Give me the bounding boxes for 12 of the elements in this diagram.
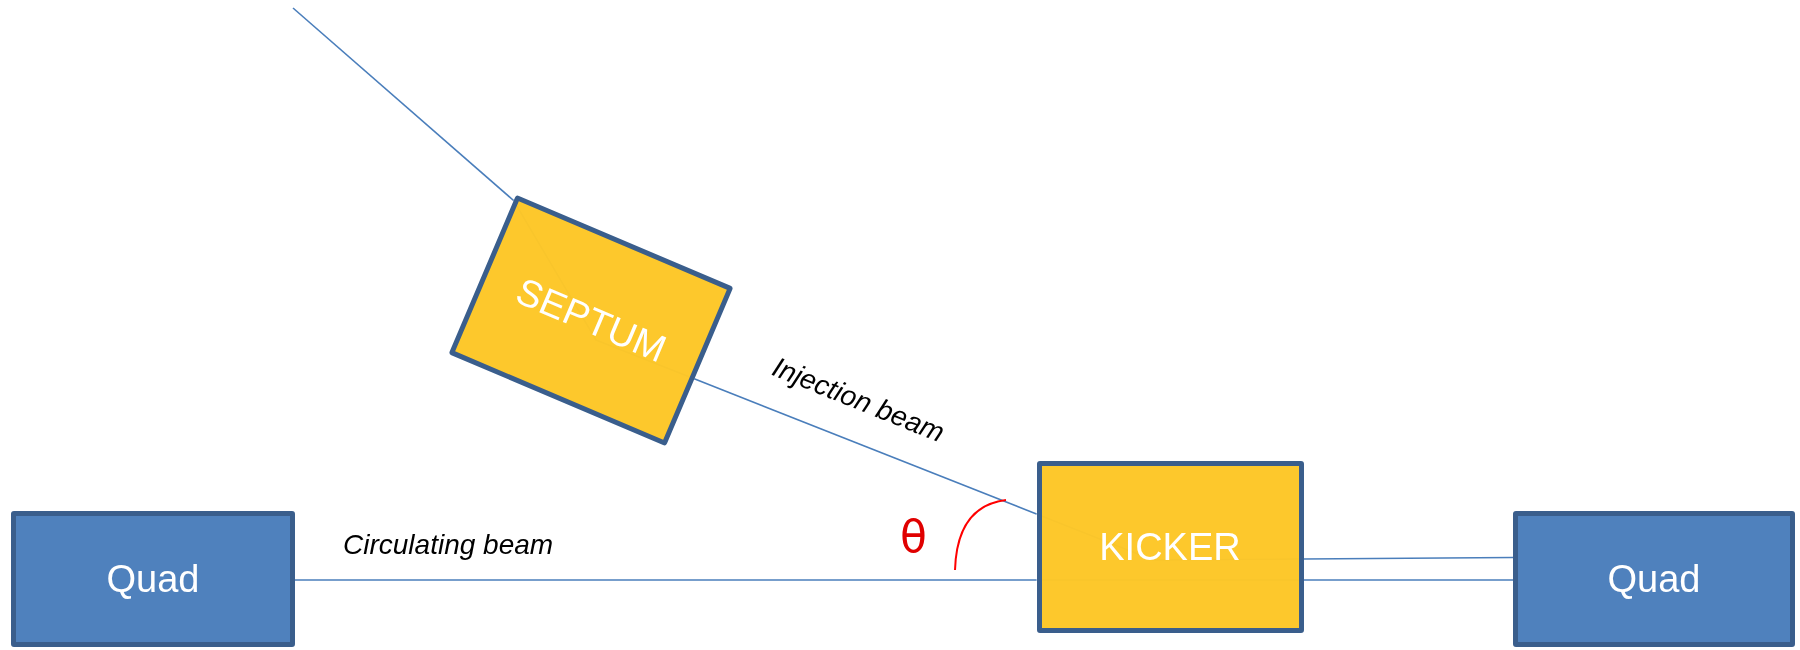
- beam-line: [1302, 579, 1514, 581]
- magnet-name: Quad: [106, 557, 200, 601]
- beam-line: [294, 579, 1038, 581]
- magnet-name: Quad: [1607, 557, 1701, 601]
- angle-symbol: θ: [900, 515, 927, 559]
- quad-magnet-box: [11, 511, 295, 647]
- magnet-name: KICKER: [1099, 525, 1241, 569]
- beam-line: [693, 378, 1038, 515]
- beam-line: [292, 7, 515, 202]
- kicker-magnet-box: [1036, 461, 1304, 633]
- quad-magnet-box: [1513, 511, 1795, 647]
- beam-line: [1302, 556, 1514, 560]
